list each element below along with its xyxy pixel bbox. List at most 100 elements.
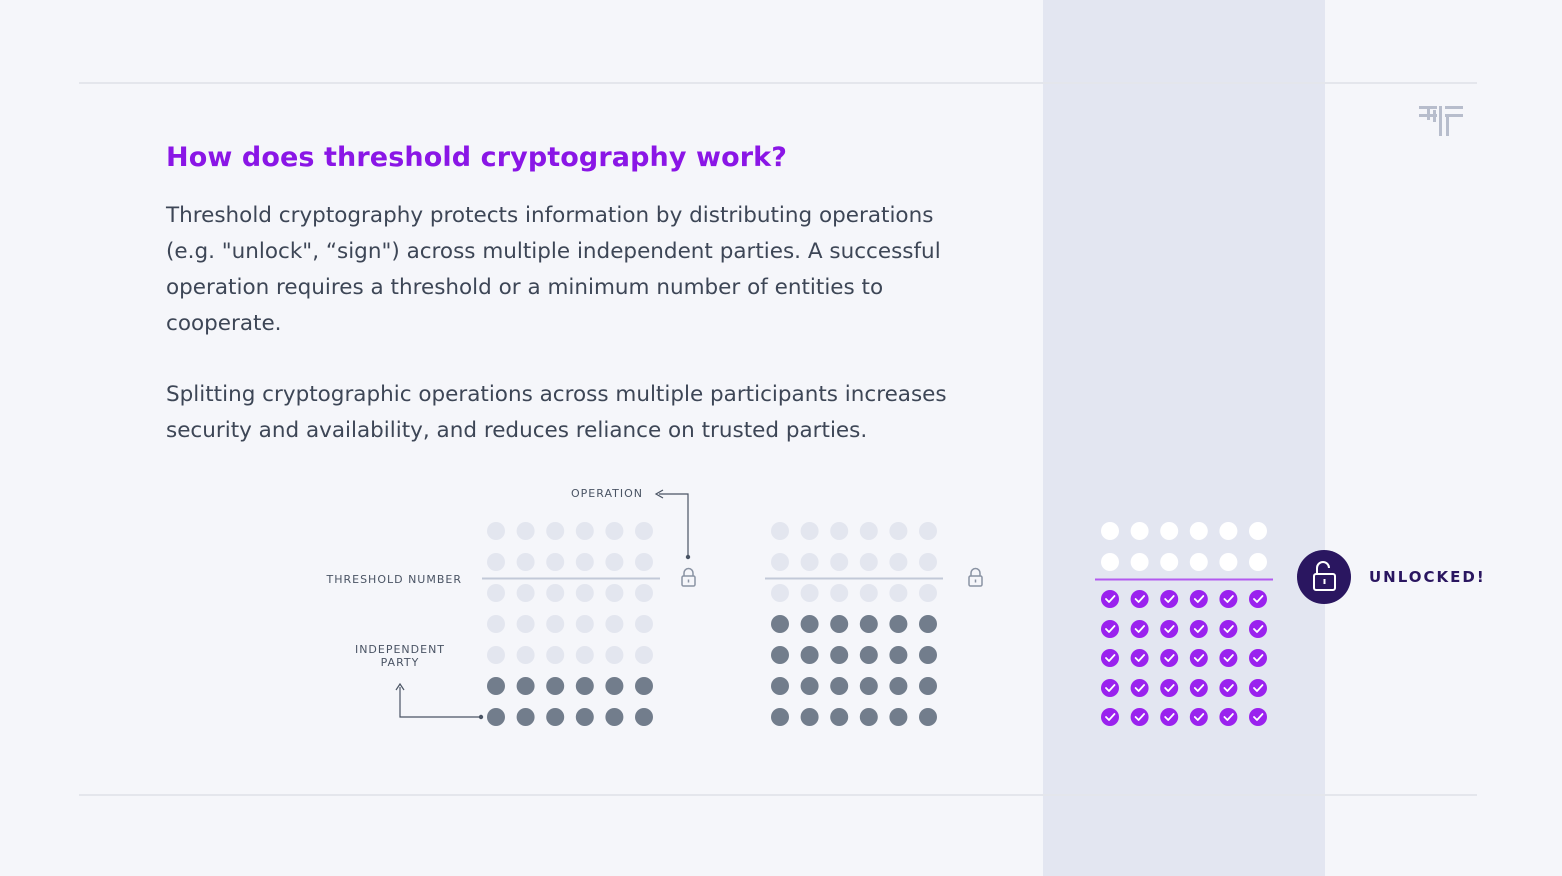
check-icon — [1219, 679, 1238, 697]
party-dot-active — [800, 677, 819, 695]
party-dot-inactive — [575, 646, 594, 664]
independent-party-label-line1: INDEPENDENT — [355, 643, 445, 656]
party-connector — [399, 687, 480, 718]
party-dot-inactive — [859, 553, 878, 571]
operation-connector-end — [685, 554, 691, 560]
party-dot-active — [487, 708, 505, 726]
party-dot-inactive — [919, 522, 937, 540]
lock-icon — [681, 567, 696, 587]
party-dot-inactive — [919, 584, 937, 602]
party-dot-inactive — [1130, 553, 1149, 571]
party-dot-inactive — [1249, 522, 1267, 540]
check-icon — [1219, 590, 1238, 608]
party-dot-inactive — [605, 522, 624, 540]
operation-arrowhead — [654, 489, 664, 499]
check-icon — [1101, 590, 1119, 608]
benefit-paragraph: Splitting cryptographic operations acros… — [166, 382, 947, 443]
party-dot-inactive — [516, 522, 535, 540]
party-dot-inactive — [546, 646, 565, 664]
check-icon — [1101, 679, 1119, 697]
check-icon — [1130, 590, 1149, 608]
check-icon — [1189, 649, 1208, 667]
party-dot-inactive — [889, 553, 908, 571]
party-dot-inactive — [1160, 522, 1179, 540]
party-dot-active — [546, 708, 565, 726]
party-dot-active — [889, 646, 908, 664]
party-dot-inactive — [800, 584, 819, 602]
party-dot-inactive — [919, 553, 937, 571]
check-icon — [1249, 679, 1267, 697]
check-icon — [1189, 590, 1208, 608]
party-dot-inactive — [859, 522, 878, 540]
party-dot-inactive — [1160, 553, 1179, 571]
party-dot-active — [830, 677, 849, 695]
party-dot-inactive — [1101, 553, 1119, 571]
check-icon — [1189, 620, 1208, 638]
party-dot-active — [859, 646, 878, 664]
party-dot-active — [605, 708, 624, 726]
party-dot-active — [830, 708, 849, 726]
party-dot-active — [889, 615, 908, 633]
party-dot-active — [771, 615, 789, 633]
party-dot-active — [830, 646, 849, 664]
check-icon — [1130, 620, 1149, 638]
party-dot-inactive — [487, 646, 505, 664]
party-dot-inactive — [575, 553, 594, 571]
party-arrowhead — [395, 682, 405, 691]
party-dot-inactive — [487, 615, 505, 633]
party-dot-active — [830, 615, 849, 633]
party-dot-inactive — [546, 615, 565, 633]
party-dot-inactive — [516, 584, 535, 602]
unlock-icon — [1313, 561, 1336, 591]
party-dot-active — [575, 708, 594, 726]
party-dot-inactive — [771, 584, 789, 602]
party-dot-inactive — [859, 584, 878, 602]
bottom-divider — [79, 794, 1477, 796]
party-dot-inactive — [635, 646, 653, 664]
party-dot-active — [919, 708, 937, 726]
logo-icon — [1419, 106, 1463, 136]
party-dot-inactive — [605, 646, 624, 664]
party-dot-active — [919, 615, 937, 633]
party-dot-active — [516, 708, 535, 726]
intro-paragraph: Threshold cryptography protects informat… — [166, 203, 941, 336]
check-icon — [1160, 620, 1179, 638]
check-icon — [1249, 590, 1267, 608]
top-divider — [79, 82, 1477, 84]
party-dot-active — [859, 677, 878, 695]
operation-label: OPERATION — [571, 487, 643, 500]
party-dot-active — [771, 708, 789, 726]
party-dot-active — [516, 677, 535, 695]
party-dot-inactive — [516, 553, 535, 571]
check-icon — [1219, 649, 1238, 667]
party-dot-inactive — [575, 522, 594, 540]
check-icon — [1249, 620, 1267, 638]
party-dot-active — [575, 677, 594, 695]
check-icon — [1160, 679, 1179, 697]
party-dot-inactive — [1249, 553, 1267, 571]
party-dot-inactive — [516, 615, 535, 633]
party-dot-inactive — [575, 615, 594, 633]
check-icon — [1130, 708, 1149, 726]
party-dot-active — [800, 646, 819, 664]
party-dot-inactive — [800, 522, 819, 540]
party-dot-inactive — [635, 522, 653, 540]
check-icon — [1219, 620, 1238, 638]
party-dot-active — [919, 646, 937, 664]
party-dot-active — [605, 677, 624, 695]
party-dot-active — [487, 677, 505, 695]
highlight-band — [1043, 0, 1325, 876]
participant-dots — [487, 522, 1267, 726]
check-icon — [1101, 708, 1119, 726]
check-icon — [1249, 708, 1267, 726]
party-dot-active — [635, 708, 653, 726]
check-icon — [1249, 649, 1267, 667]
party-dot-active — [771, 646, 789, 664]
independent-party-label-line2: PARTY — [381, 656, 420, 669]
party-dot-inactive — [1219, 522, 1238, 540]
party-dot-inactive — [605, 553, 624, 571]
party-dot-inactive — [1189, 522, 1208, 540]
party-dot-active — [771, 677, 789, 695]
party-dot-inactive — [605, 584, 624, 602]
